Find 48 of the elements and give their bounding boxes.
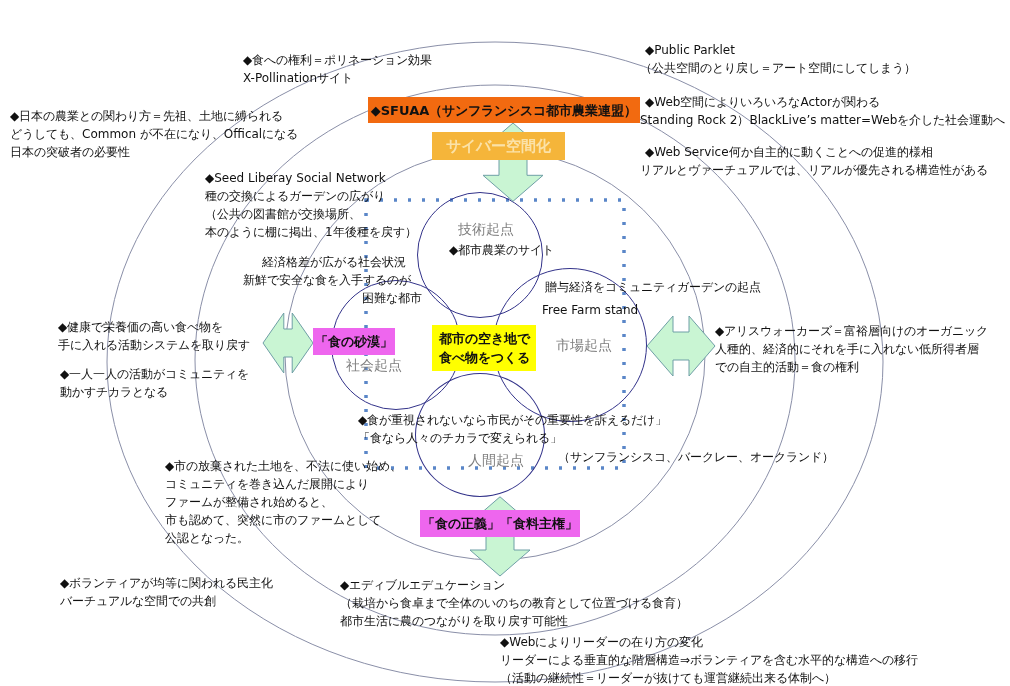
double-arrow: [469, 496, 531, 577]
note-text: 「食なら人々のチカラで変えられる」: [358, 430, 562, 446]
circle-label: 市場起点: [556, 337, 612, 355]
note-text: ◆市の放棄された土地を、不法に使い始め、: [165, 458, 403, 474]
note-text: ファームが整備され始めると、: [165, 494, 333, 510]
note-text: リーダーによる垂直的な階層構造⇒ボランティアを含む水平的な構造への移行: [500, 652, 919, 668]
note-text: 市も認めて、突然に市のファームとして: [165, 512, 381, 528]
note-text: ◆Seed Liberay Social Network: [205, 170, 386, 186]
note-text: 動かすチカラとなる: [60, 384, 168, 400]
note-text: ◆Web Service何か自主的に動くことへの促進的様相: [645, 144, 933, 160]
note-text: Standing Rock 2）BlackLive’s matter=Webを介した社会運動へ: [640, 112, 1006, 128]
note-text: 種の交換によるガーデンの広がり: [205, 188, 385, 204]
note-text: ◆健康で栄養価の高い食べ物を手に入れる活動システムを取り戻す: [58, 318, 263, 354]
double-arrow: [646, 315, 716, 377]
note-text: （公共の図書館が交換場所、: [205, 206, 361, 222]
note-text: ◆Webによりリーダーの在り方の変化: [500, 634, 704, 650]
circle-label: 人間起点: [468, 452, 524, 470]
note-text: ◆ボランティアが均等に関われる民主化: [60, 575, 274, 591]
note-text: 公認となった。: [165, 530, 249, 546]
note-text: 本のように棚に掲出、1年後種を戻す）: [205, 224, 417, 240]
note-text: ◆一人一人の活動がコミュニティを: [60, 366, 250, 382]
double-arrow: [482, 122, 544, 202]
circle-label: 社会起点: [346, 357, 402, 375]
note-text: バーチュアルな空間での共創: [60, 593, 216, 609]
label-box: 都市の空き地で食べ物をつくる: [432, 325, 536, 371]
double-arrow: [262, 312, 314, 374]
note-text: X-Pollinationサイト: [243, 70, 354, 86]
note-text: ◆エディブルエデュケーション（栽培から食卓まで全体のいのちの教育として位置づける食育）都市生活に農のつながりを取り戻す可能性: [340, 576, 715, 630]
note-text: ◆都市農業のサイト: [449, 242, 555, 258]
circle-label: 技術起点: [458, 221, 514, 239]
note-text: （サンフランシスコ、バークレー、オークランド）: [558, 449, 834, 465]
note-text: どうしても、Common が不在になり、Officalになる: [10, 126, 299, 142]
note-text: （公共空間のとり戻し＝アート空間にしてしまう）: [640, 60, 916, 76]
note-text: ◆食への権利＝ポリネーション効果: [243, 52, 433, 68]
label-box: ◆SFUAA（サンフランシスコ都市農業連盟）: [368, 97, 640, 123]
note-text: Free Farm stand: [542, 302, 639, 318]
note-text: ◆日本の農業との関わり方＝先祖、土地に縛られる: [10, 108, 284, 124]
note-text: 日本の突破者の必要性: [10, 144, 130, 160]
label-box: 「食の砂漠」: [313, 328, 395, 355]
note-text: コミュニティを巻き込んだ展開により: [165, 476, 369, 492]
note-text: 経済格差が広がる社会状況: [262, 254, 406, 270]
note-text: 困難な都市: [362, 290, 422, 306]
label-box: サイバー空間化: [432, 132, 565, 160]
note-text: （活動の継続性＝リーダーが抜けても運営継続出来る体制へ）: [500, 670, 836, 686]
note-text: リアルとヴァーチュアルでは、リアルが優先される構造性がある: [640, 162, 988, 178]
note-text: ◆Public Parklet: [645, 42, 735, 58]
note-text: ◆アリスウォーカーズ＝富裕層向けのオーガニック人種的、経済的にそれを手に入れない低所得者層での自主的活動＝食の権利: [715, 322, 1007, 376]
label-box: 「食の正義」「食料主権」: [420, 510, 580, 537]
